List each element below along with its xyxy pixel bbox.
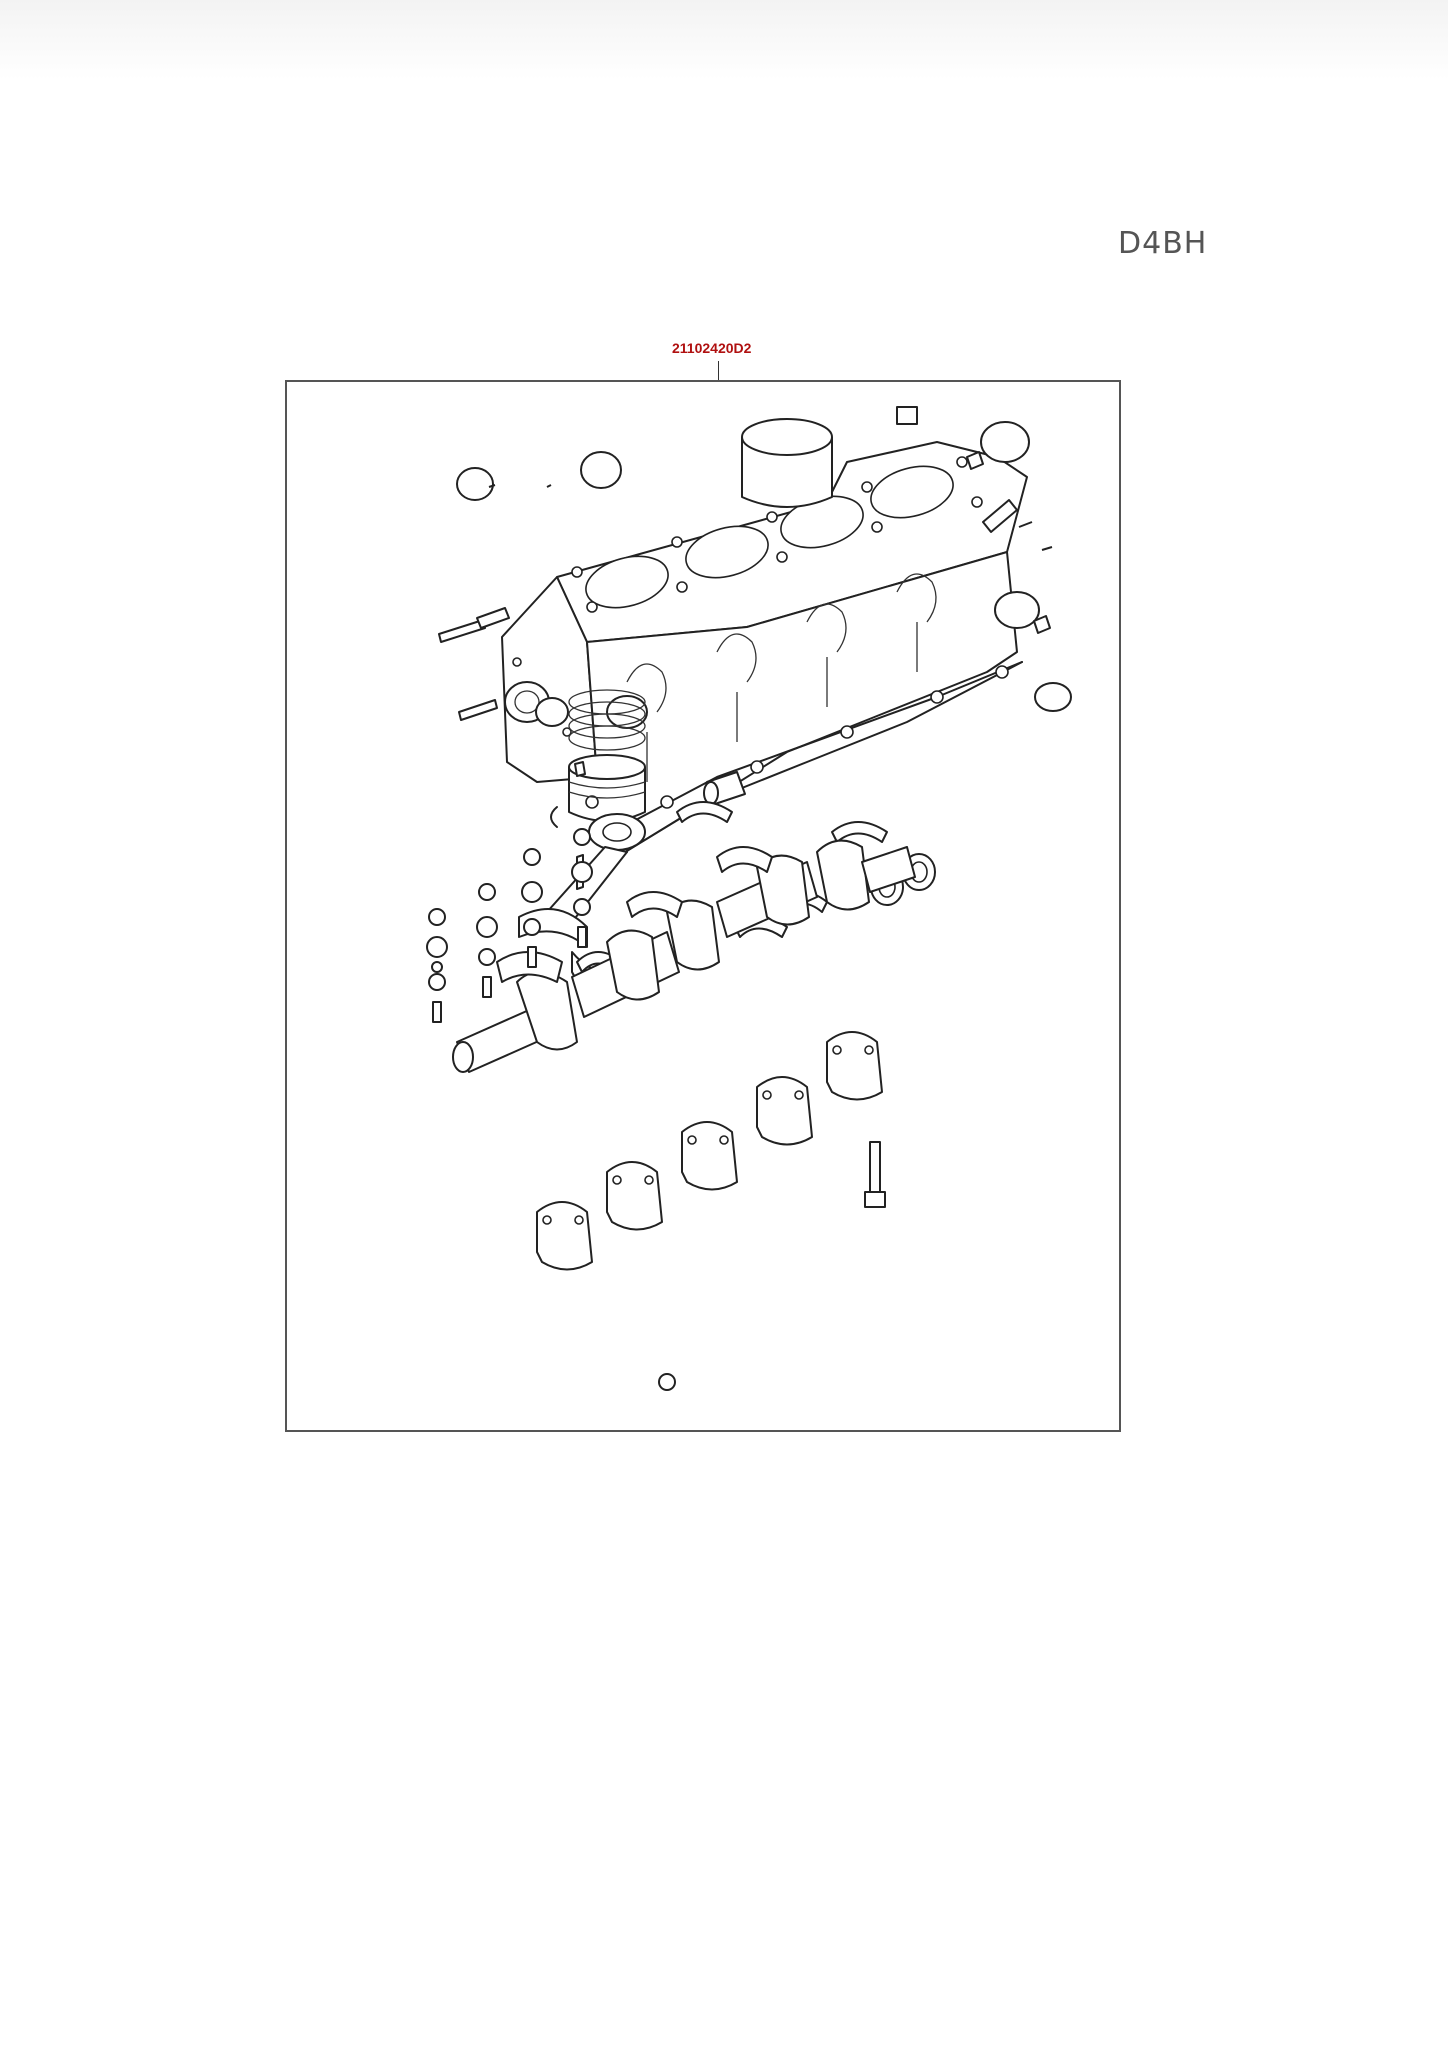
fasteners <box>426 828 676 1391</box>
part-number-leader-line <box>718 361 719 381</box>
piston-assembly <box>568 689 646 822</box>
part-number-label: 21102420D2 <box>672 340 752 356</box>
scan-header-shading <box>0 0 1448 80</box>
diagram-frame <box>285 380 1121 1432</box>
main-cap-bolt <box>864 1141 886 1208</box>
cylinder-liner <box>741 418 833 508</box>
cylinder-block <box>501 441 1028 858</box>
model-code: D4BH <box>1118 226 1208 261</box>
main-bearing-caps <box>536 1031 883 1271</box>
engine-block-exploded-diagram <box>426 406 1072 1391</box>
snap-rings <box>550 761 586 828</box>
freeze-plugs <box>456 406 1072 727</box>
piston-pin <box>703 771 746 805</box>
block-studs <box>438 499 1018 721</box>
